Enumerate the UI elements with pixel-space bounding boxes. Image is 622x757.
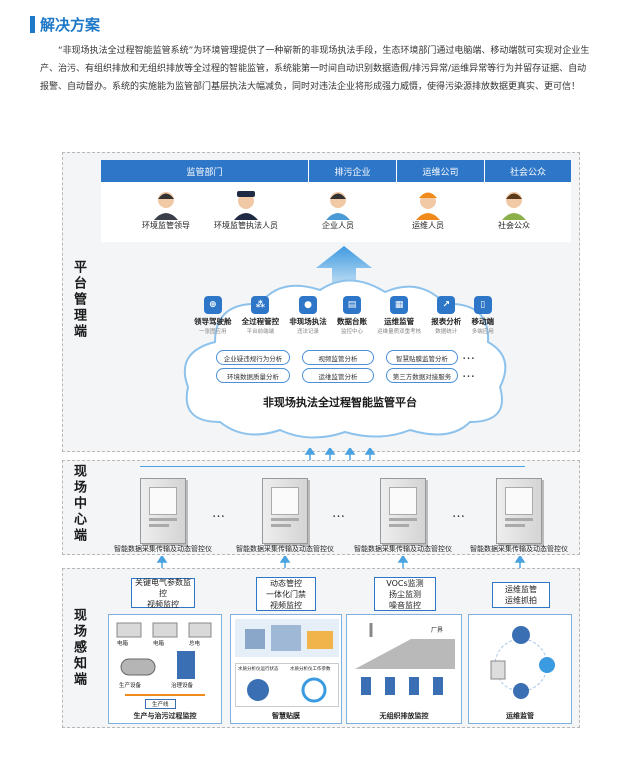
device-ellipsis-2: … (332, 506, 347, 521)
pill-film-analysis: 智慧贴膜监管分析 (386, 350, 458, 365)
module-process-control: ⁂全过程管控平台前端端 (242, 296, 279, 335)
chart-icon: ↗ (437, 296, 456, 314)
band-title-field: 现场感知端 (71, 608, 86, 688)
center-to-cloud-arrows (304, 448, 376, 466)
device-4 (496, 478, 542, 544)
pill-video-analysis: 视频监管分析 (302, 350, 374, 365)
device-label-2: 智能数据采集传输及动态管控仪 (236, 545, 334, 553)
person-public: 社会公众 (484, 190, 544, 231)
module-data-ledger: ▤数据台账监控中心 (337, 296, 367, 335)
heading-text: 解决方案 (40, 16, 101, 34)
device-label-1: 智能数据采集传输及动态管控仪 (114, 545, 212, 553)
panel-production: 电箱 电箱 总电 生产设备 治理设备 生产线 生产与治污过程监控 (108, 614, 222, 724)
module-maintenance: ▦运维监管运维量质双重考核 (377, 296, 421, 335)
person-public-label: 社会公众 (498, 221, 530, 230)
field-box-electrical: 关键电气参数监控 视频监控 (131, 578, 195, 609)
module-cockpit: ⊕领导驾驶舱一张图应用 (194, 296, 232, 335)
maintenance-network-icon (490, 626, 555, 699)
plant-boundary-icon (355, 623, 455, 695)
person-public-icon (502, 192, 526, 220)
field-box-vocs: VOCs监测 扬尘监测 噪音监控 (374, 577, 436, 611)
tab-maintenance: 运维公司 (397, 160, 485, 182)
field-box-access: 动态管控 一体化门禁 视频监控 (256, 577, 316, 611)
intro-paragraph: “非现场执法全过程智能监管系统”为环境管理提供了一种崭新的非现场执法手段，生态环… (40, 46, 590, 92)
people-row-bg (101, 182, 571, 242)
cabinet-icon (380, 478, 426, 544)
person-officer: 环境监管执法人员 (202, 190, 290, 231)
panel-unorganized-emission: 厂界 无组织排放监控 (346, 614, 462, 724)
person-maintainer-label: 运维人员 (412, 221, 444, 230)
cloud-modules: ⊕领导驾驶舱一张图应用 ⁂全过程管控平台前端端 ●非现场执法违法记录 ▤数据台账… (194, 296, 494, 335)
panel-smart-film: 水质分析仪运行状态 水质分析仪工作参数 智慧贴膜 (230, 614, 342, 724)
device-1 (140, 478, 186, 544)
role-tabs: 监管部门 排污企业 运维公司 社会公众 (101, 160, 571, 182)
pill-more-bottom: … (462, 366, 477, 381)
mobile-icon: ▯ (473, 296, 492, 314)
production-equipment-icon (116, 622, 212, 696)
pill-violation-analysis: 企业疑违规行为分析 (216, 350, 290, 365)
module-offsite-enforcement: ●非现场执法违法记录 (289, 296, 327, 335)
pill-third-party: 第三方数据对接服务 (386, 368, 458, 383)
cockpit-icon: ⊕ (203, 296, 222, 314)
person-maintainer: 运维人员 (398, 190, 458, 231)
cabinet-icon (262, 478, 308, 544)
calendar-icon: ▦ (390, 296, 409, 314)
panel-smart-film-caption: 智慧贴膜 (272, 712, 300, 720)
person-officer-icon (234, 191, 258, 220)
section-heading: 解决方案 (30, 14, 100, 35)
person-leader: 环境监管领导 (132, 190, 200, 231)
panel-maintenance-caption: 运维监管 (506, 712, 534, 720)
device-ellipsis-1: … (212, 506, 227, 521)
person-enterprise: 企业人员 (308, 190, 368, 231)
tab-public: 社会公众 (485, 160, 571, 182)
network-icon: ⁂ (251, 296, 270, 314)
pill-more-top: … (462, 348, 477, 363)
person-officer-label: 环境监管执法人员 (214, 221, 278, 230)
cloud-title: 非现场执法全过程智能监管平台 (263, 396, 417, 409)
gauge-icons (247, 677, 327, 703)
device-ellipsis-3: … (452, 506, 467, 521)
tab-enterprise: 排污企业 (309, 160, 397, 182)
cabinet-icon (140, 478, 186, 544)
person-enterprise-icon (326, 192, 350, 220)
panel-maintenance: 运维监管 (468, 614, 572, 724)
cabinet-icon (496, 478, 542, 544)
factory-pipe-icon (235, 619, 339, 657)
document-icon: ▤ (342, 296, 361, 314)
panel-unorganized-caption: 无组织排放监控 (379, 712, 429, 720)
module-report: ↗报表分析数据统计 (431, 296, 461, 335)
heading-accent-bar (30, 16, 35, 33)
device-label-4: 智能数据采集传输及动态管控仪 (470, 545, 568, 553)
person-leader-icon (154, 192, 178, 220)
person-maintainer-icon (416, 192, 440, 220)
device-label-3: 智能数据采集传输及动态管控仪 (354, 545, 452, 553)
up-arrow-icon (316, 246, 372, 290)
pill-maintenance-analysis: 运维监管分析 (302, 368, 374, 383)
device-2 (262, 478, 308, 544)
panel-production-caption: 生产与治污过程监控 (133, 712, 197, 720)
field-box-maintenance: 运维监管 运维抓拍 (492, 582, 550, 608)
user-icon: ● (299, 296, 318, 314)
person-enterprise-label: 企业人员 (322, 221, 354, 230)
film-status-card: 水质分析仪运行状态 水质分析仪工作参数 (235, 663, 339, 707)
center-bus-line (140, 466, 525, 467)
person-leader-label: 环境监管领导 (142, 221, 190, 230)
device-3 (380, 478, 426, 544)
pill-data-quality: 环境数据质量分析 (216, 368, 290, 383)
band-title-platform: 平台管理端 (71, 260, 86, 340)
band-title-center: 现场中心端 (71, 464, 86, 544)
tab-regulator: 监管部门 (101, 160, 309, 182)
module-mobile: ▯移动端多端应用 (471, 296, 494, 335)
